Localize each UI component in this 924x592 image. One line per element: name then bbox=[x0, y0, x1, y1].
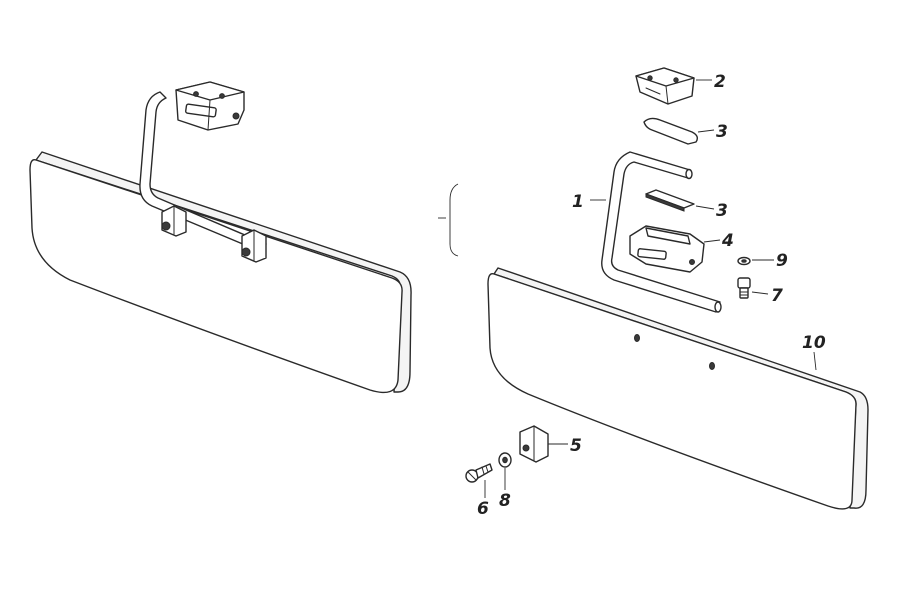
part-9-nut bbox=[737, 256, 751, 266]
callout-6: 6 bbox=[477, 499, 489, 519]
leader-lines bbox=[484, 79, 817, 498]
part-3-upper-strip bbox=[643, 117, 699, 145]
part-3-lower-strip bbox=[645, 189, 695, 212]
callout-1: 1 bbox=[572, 192, 584, 212]
callout-3-upper: 3 bbox=[716, 122, 728, 142]
callout-4: 4 bbox=[721, 231, 734, 251]
assembled-visor-clip-right bbox=[241, 229, 267, 263]
callout-9: 9 bbox=[776, 251, 788, 271]
group-brace bbox=[449, 183, 459, 257]
assembled-visor bbox=[29, 81, 412, 394]
callout-7: 7 bbox=[771, 286, 783, 306]
part-6-screw bbox=[465, 463, 493, 483]
part-5-clip bbox=[519, 425, 549, 463]
callout-3-lower: 3 bbox=[716, 201, 728, 221]
assembled-visor-panel bbox=[29, 159, 403, 394]
part-1-rod bbox=[601, 151, 722, 313]
callout-labels: 2 3 1 3 4 9 7 10 5 6 8 bbox=[477, 72, 826, 519]
callout-5: 5 bbox=[570, 436, 582, 456]
part-10-visor-panel bbox=[487, 267, 869, 510]
assembled-visor-panel-edge bbox=[35, 151, 412, 393]
callout-8: 8 bbox=[499, 491, 511, 511]
callout-2: 2 bbox=[714, 72, 726, 92]
part-7-cap-screw bbox=[737, 277, 751, 299]
part-4-hinge-housing bbox=[629, 225, 705, 273]
callout-10: 10 bbox=[802, 333, 826, 353]
part-8-washer bbox=[498, 452, 512, 468]
assembled-visor-clip-left bbox=[161, 205, 187, 237]
assembled-visor-mount-bracket bbox=[175, 81, 245, 131]
part-2-mounting-plate bbox=[635, 67, 695, 105]
